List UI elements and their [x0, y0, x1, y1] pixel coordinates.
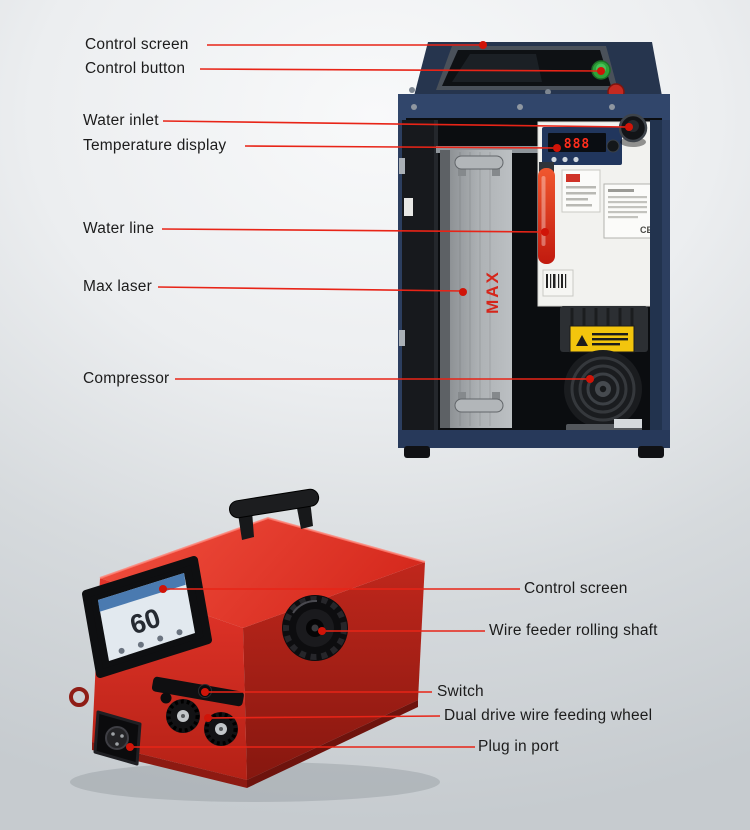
label-dual-drive-wheel: Dual drive wire feeding wheel	[444, 707, 653, 724]
plug-port	[93, 710, 142, 766]
annotation-dots	[126, 41, 633, 751]
compressor-unit	[560, 306, 648, 433]
bottom-machine: 60	[69, 488, 440, 802]
wire-feeder-assembly	[151, 676, 244, 746]
label-max-laser: Max laser	[83, 278, 152, 295]
feeding-wheels	[166, 699, 238, 746]
carry-handle	[229, 488, 320, 540]
machine-foot	[638, 446, 664, 458]
label-switch: Switch	[437, 683, 484, 700]
temperature-display: 888	[542, 127, 622, 165]
label-wire-feeder-shaft: Wire feeder rolling shaft	[489, 622, 658, 639]
max-laser-module: MAX	[440, 150, 512, 428]
left-door	[402, 120, 438, 432]
rolling-shaft-knob	[282, 595, 348, 661]
spec-ce-mark: CE	[640, 225, 653, 235]
laser-brand-text: MAX	[483, 270, 502, 314]
label-bottom-control-screen: Control screen	[524, 580, 628, 597]
label-temperature-display: Temperature display	[83, 137, 227, 154]
label-water-line: Water line	[83, 220, 155, 237]
label-top-control-screen: Control screen	[85, 36, 189, 53]
label-plug-in-port: Plug in port	[478, 738, 559, 755]
bottom-control-screen: 60	[82, 556, 212, 678]
label-control-button: Control button	[85, 60, 186, 77]
annotation-lines	[131, 44, 628, 748]
label-water-inlet: Water inlet	[83, 112, 159, 129]
label-compressor: Compressor	[83, 370, 170, 387]
side-ring	[69, 687, 89, 707]
water-inlet-cap	[618, 113, 648, 147]
machine-foot	[404, 446, 430, 458]
panel-stickers: CE	[542, 169, 653, 297]
temperature-readout: 888	[564, 137, 590, 152]
